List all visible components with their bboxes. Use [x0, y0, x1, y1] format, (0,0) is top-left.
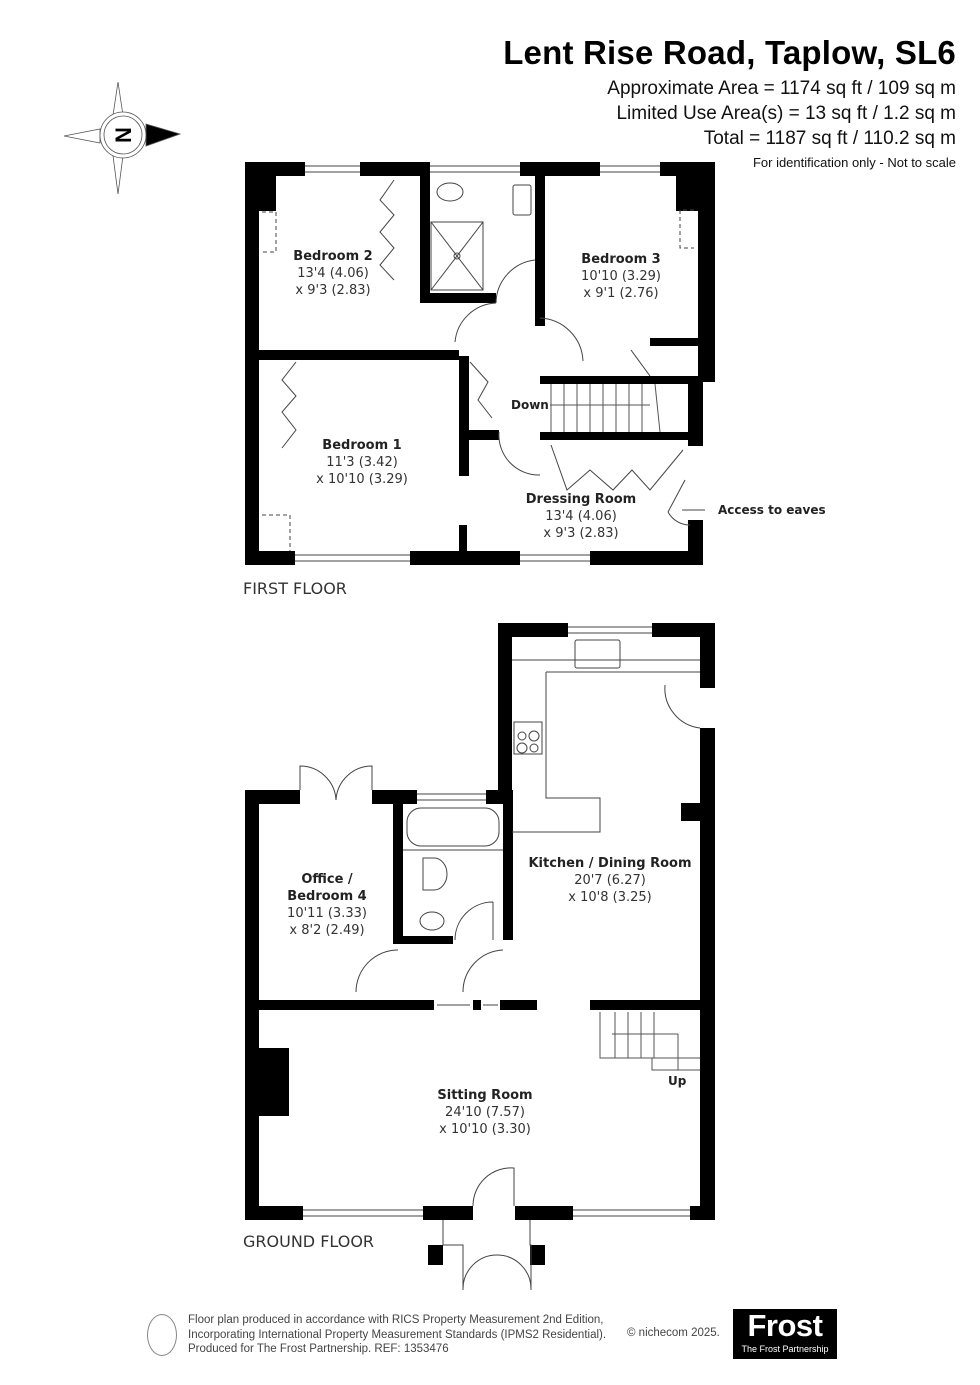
- svg-text:N: N: [111, 127, 136, 143]
- room-office-bedroom-4: Office / Bedroom 4 10'11 (3.33) x 8'2 (2…: [287, 872, 367, 938]
- room-kitchen-dining: Kitchen / Dining Room 20'7 (6.27) x 10'8…: [528, 856, 692, 905]
- stairs-down-label: Down: [511, 398, 549, 412]
- compass-rose-icon: N: [63, 81, 182, 195]
- room-bedroom-1: Bedroom 1 11'3 (3.42) x 10'10 (3.29): [316, 438, 408, 487]
- copyright: © nichecom 2025.: [627, 1327, 720, 1339]
- ground-floor-plan: [245, 623, 715, 1265]
- room-bedroom-2: Bedroom 2 13'4 (4.06) x 9'3 (2.83): [293, 249, 373, 298]
- frost-logo: Frost The Frost Partnership: [733, 1309, 837, 1359]
- scale-disclaimer: For identification only - Not to scale: [752, 155, 956, 170]
- property-title: Lent Rise Road, Taplow, SL6: [503, 34, 956, 71]
- limited-use-area: Limited Use Area(s) = 13 sq ft / 1.2 sq …: [616, 103, 956, 124]
- approximate-area: Approximate Area = 1174 sq ft / 109 sq m: [607, 78, 956, 99]
- first-floor-label: FIRST FLOOR: [243, 579, 347, 598]
- first-floor-plan: [245, 162, 715, 565]
- total-area: Total = 1187 sq ft / 110.2 sq m: [703, 128, 956, 149]
- room-dressing-room: Dressing Room 13'4 (4.06) x 9'3 (2.83): [525, 492, 637, 541]
- footer-disclaimer: Floor plan produced in accordance with R…: [188, 1314, 607, 1355]
- stairs-up-label: Up: [668, 1074, 687, 1088]
- person-icon: [147, 1314, 177, 1356]
- room-sitting-room: Sitting Room 24'10 (7.57) x 10'10 (3.30): [437, 1088, 533, 1137]
- eaves-access-label: Access to eaves: [718, 503, 826, 517]
- room-bedroom-3: Bedroom 3 10'10 (3.29) x 9'1 (2.76): [581, 252, 661, 301]
- ground-floor-label: GROUND FLOOR: [243, 1232, 375, 1251]
